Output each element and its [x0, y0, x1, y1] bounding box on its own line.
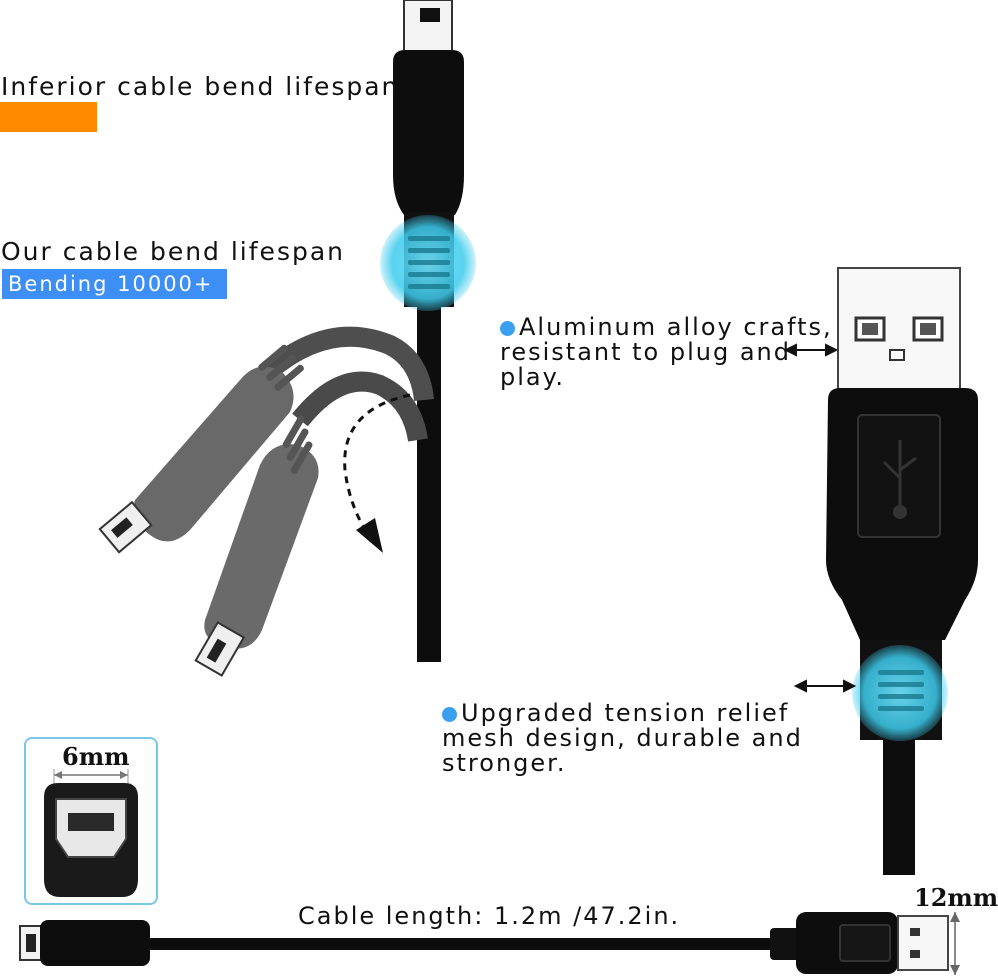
mini-usb-width-label: 6mm	[62, 742, 130, 771]
bending-badge: Bending 10000+	[2, 269, 227, 299]
aluminum-bullet	[500, 320, 515, 336]
vertical-plug-body	[393, 50, 464, 215]
inferior-lifespan-bar	[0, 102, 97, 132]
usb-a-connector	[826, 267, 978, 875]
tension-feature: Upgraded tension relief mesh design, dur…	[442, 676, 803, 776]
bent-cable-back	[98, 326, 434, 554]
usb-width-label: 12mm	[914, 883, 998, 912]
tension-feature-text: Upgraded tension relief mesh design, dur…	[442, 699, 803, 777]
tension-pointer-arrow	[793, 679, 857, 693]
bent-cable-front	[194, 371, 428, 677]
bend-arrow-head	[356, 518, 383, 553]
cable-length-label: Cable length: 1.2m /47.2in.	[298, 902, 681, 930]
strain-relief-highlight-bottom	[852, 645, 948, 741]
aluminum-pointer-arrow	[783, 343, 839, 357]
bend-arrow	[343, 393, 411, 541]
vertical-cable	[417, 300, 441, 662]
mini-usb-end-view	[44, 769, 138, 897]
aluminum-feature: Aluminum alloy crafts, resistant to plug…	[500, 290, 833, 390]
inferior-lifespan-label: Inferior cable bend lifespan	[1, 72, 400, 101]
top-mini-usb-tip	[403, 0, 453, 59]
aluminum-feature-text: Aluminum alloy crafts, resistant to plug…	[500, 313, 833, 391]
mini-usb-dimension-inset: 6mm	[24, 737, 158, 905]
tension-bullet	[442, 706, 457, 722]
our-lifespan-label: Our cable bend lifespan	[1, 237, 345, 266]
bottom-full-cable	[19, 912, 960, 975]
